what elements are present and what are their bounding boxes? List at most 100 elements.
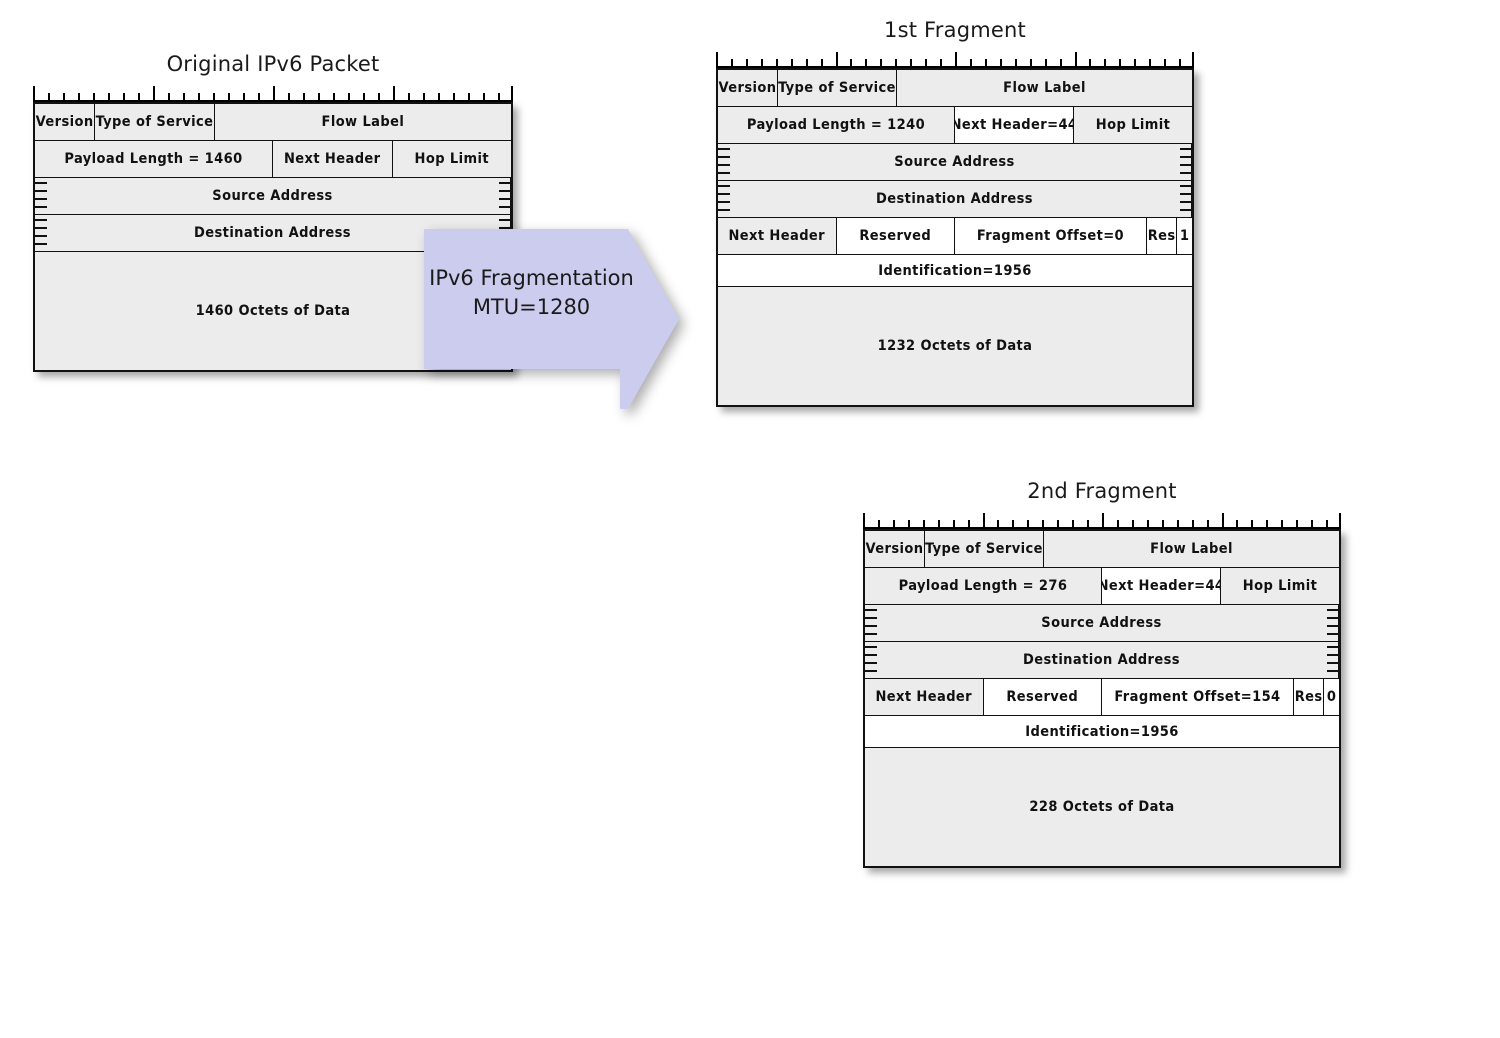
ruler-tick-10 (183, 93, 185, 102)
field-payload-length-1240: Payload Length = 1240 (718, 107, 955, 143)
ruler-tick-9 (168, 93, 170, 102)
ruler-tick-20 (1014, 59, 1017, 68)
field-next-header: Next Header (718, 218, 837, 254)
arrow-label-line1: IPv6 Fragmentation (429, 266, 634, 290)
field-source-address: Source Address (865, 605, 1339, 641)
ruler-tick-17 (288, 93, 290, 102)
ruler-tick-9 (997, 520, 1000, 529)
field-fragment-offset-0: Fragment Offset=0 (955, 218, 1147, 254)
source-address-row: Source Address (718, 144, 1192, 181)
ruler-tick-22 (1044, 59, 1047, 68)
ruler-tick-13 (910, 59, 913, 68)
ruler-tick-9 (850, 59, 853, 68)
field-hop-limit: Hop Limit (1074, 107, 1192, 143)
ruler-tick-5 (790, 59, 793, 68)
ruler-tick-26 (1251, 520, 1254, 529)
ruler-tick-21 (1029, 59, 1032, 68)
ruler-tick-11 (198, 93, 200, 102)
ruler-tick-29 (1149, 59, 1152, 68)
ruler-tick-2 (63, 93, 65, 102)
ruler-tick-18 (1131, 520, 1134, 529)
ruler-tick-14 (925, 59, 928, 68)
ruler-tick-17 (969, 59, 972, 68)
field-version: Version (865, 531, 925, 567)
ruler-tick-6 (805, 59, 808, 68)
ruler-tick-16 (273, 86, 275, 102)
ruler-tick-7 (967, 520, 970, 529)
ruler-tick-24 (1074, 52, 1077, 68)
first-fragment-title: 1st Fragment (884, 18, 1026, 42)
source-address-row: Source Address (35, 178, 511, 215)
ruler-tick-0 (863, 513, 865, 529)
ruler-tick-13 (228, 93, 230, 102)
field-hop-limit: Hop Limit (392, 141, 511, 177)
field-flow-label: Flow Label (897, 70, 1192, 106)
ruler-tick-0 (716, 52, 718, 68)
field-type-of-service: Type of Service (778, 70, 897, 106)
ruler-tick-1 (877, 520, 880, 529)
destination-address-row: Destination Address (865, 642, 1339, 679)
ruler-tick-2 (745, 59, 748, 68)
identification-row: Identification=1956 (865, 716, 1339, 748)
ruler-tick-30 (1164, 59, 1167, 68)
ruler-tick-20 (333, 93, 335, 102)
ruler-tick-4 (93, 93, 95, 102)
ruler-tick-15 (1087, 520, 1090, 529)
ruler-tick-21 (1176, 520, 1179, 529)
ruler-tick-17 (1116, 520, 1119, 529)
ruler-tick-18 (984, 59, 987, 68)
ruler-tick-20 (1161, 520, 1164, 529)
ruler-tick-19 (318, 93, 320, 102)
destination-address-row: Destination Address (718, 181, 1192, 218)
ruler-tick-24 (393, 86, 395, 102)
field-228-octets-of-data: 228 Octets of Data (865, 748, 1339, 866)
ruler-tick-25 (1089, 59, 1092, 68)
second-fragment-title: 2nd Fragment (1027, 479, 1177, 503)
ruler-tick-1 (48, 93, 50, 102)
field-identification-1956: Identification=1956 (865, 716, 1339, 747)
ruler-tick-3 (78, 93, 80, 102)
field-fragment-offset-154: Fragment Offset=154 (1102, 679, 1294, 715)
ruler-tick-15 (940, 59, 943, 68)
bit-ruler-fragment-2 (863, 509, 1341, 529)
field-0: 0 (1324, 679, 1339, 715)
field-payload-length-1460: Payload Length = 1460 (35, 141, 273, 177)
ruler-tick-1 (730, 59, 733, 68)
field-identification-1956: Identification=1956 (718, 255, 1192, 286)
ruler-tick-16 (955, 52, 957, 68)
ruler-tick-30 (1311, 520, 1314, 529)
field-version: Version (718, 70, 778, 106)
ruler-tick-14 (243, 93, 245, 102)
ruler-tick-26 (1104, 59, 1107, 68)
ruler-tick-29 (1296, 520, 1299, 529)
ruler-tick-27 (1119, 59, 1122, 68)
ruler-tick-32 (1192, 52, 1194, 68)
field-1: 1 (1177, 218, 1192, 254)
field-hop-limit: Hop Limit (1221, 568, 1339, 604)
ruler-tick-15 (258, 93, 260, 102)
ruler-tick-16 (1102, 513, 1104, 529)
ruler-tick-21 (348, 93, 350, 102)
ruler-tick-2 (892, 520, 895, 529)
ruler-tick-4 (775, 59, 778, 68)
field-next-header-44: Next Header=44 (1102, 568, 1221, 604)
source-address-row: Source Address (865, 605, 1339, 642)
ruler-tick-11 (880, 59, 883, 68)
payload-row: 228 Octets of Data (865, 748, 1339, 866)
ruler-tick-27 (1266, 520, 1269, 529)
arrow-shape-icon (424, 229, 679, 409)
field-version: Version (35, 104, 96, 140)
ruler-tick-8 (835, 52, 838, 68)
original-packet-title: Original IPv6 Packet (166, 52, 380, 76)
ruler-tick-12 (895, 59, 898, 68)
ruler-tick-10 (1012, 520, 1015, 529)
field-flow-label: Flow Label (214, 104, 511, 140)
